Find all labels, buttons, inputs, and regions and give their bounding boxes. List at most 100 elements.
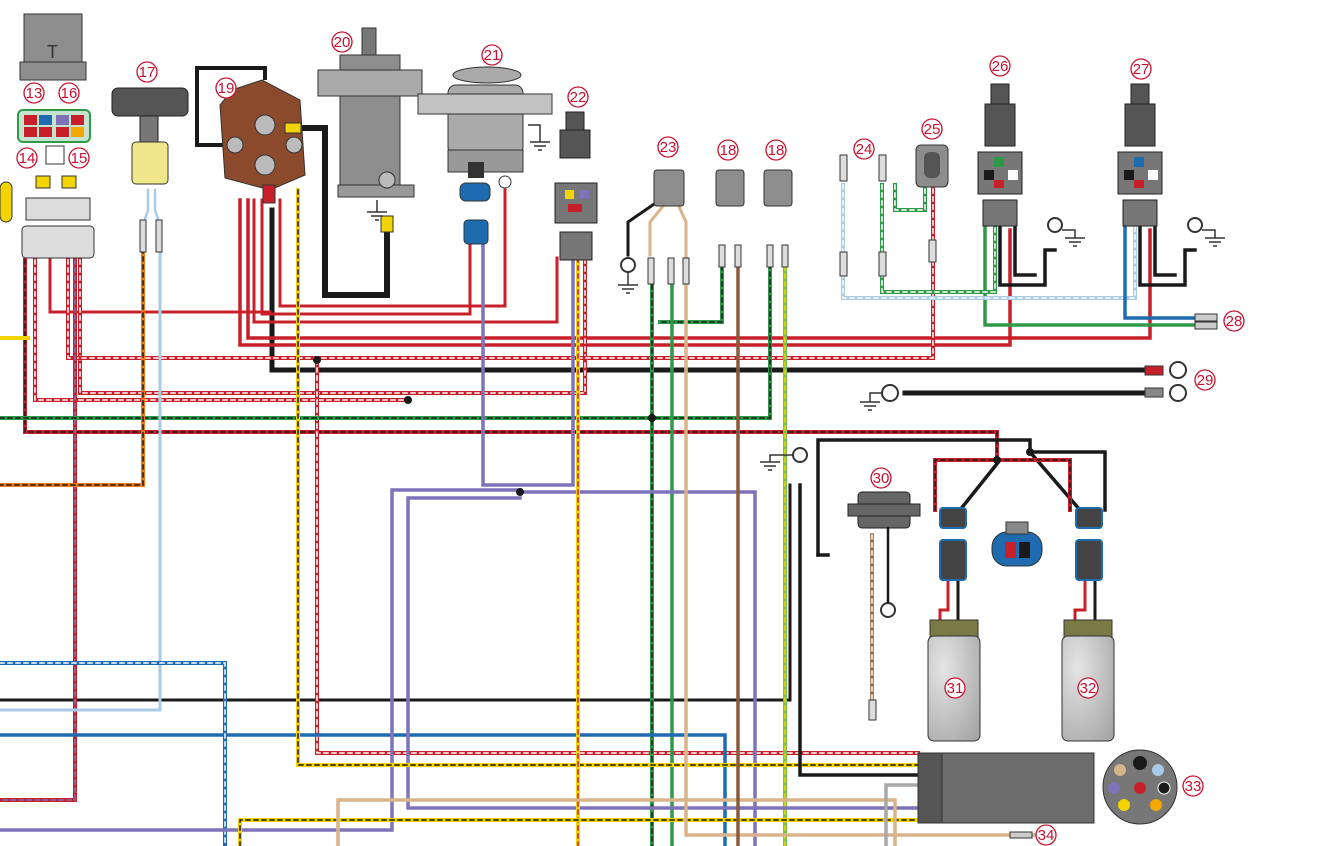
wire-red-white-25 (66, 183, 935, 360)
relay-22-pin-purple (580, 190, 589, 199)
callout-21-text: 21 (484, 47, 501, 64)
module-label-glyph: T (47, 42, 58, 62)
callout-27-text: 27 (1133, 61, 1150, 78)
fuse-slot (24, 127, 37, 137)
wire-red-white-2-dash (79, 257, 586, 394)
callout-15-text: 15 (71, 150, 88, 167)
ground-symbol (860, 392, 882, 411)
wire-starter-cable (297, 125, 390, 298)
wire-orange-black-dash (0, 224, 144, 486)
terminal-29-ring (1169, 361, 1187, 379)
callout-23-text: 23 (660, 139, 677, 156)
connector-24-pin (878, 154, 887, 182)
callout-14: 14 (16, 147, 38, 169)
relay-27-top (1124, 103, 1156, 147)
relay-26-ring-terminal (1047, 217, 1063, 233)
alternator-terminal-block (468, 162, 484, 178)
wire-red-white-25-dash (67, 184, 934, 359)
ground-ring-terminal (881, 384, 899, 402)
wire-black-coils (816, 438, 1107, 557)
callout-26: 26 (989, 55, 1011, 77)
callout-29-text: 29 (1197, 372, 1214, 389)
cdi-module-edge (917, 752, 943, 824)
starter-terminal (378, 171, 396, 189)
coil-connectors (939, 507, 1103, 581)
solenoid-stud (254, 154, 276, 176)
alternator-ring-terminal (498, 175, 512, 189)
terminal-28-lead (1194, 321, 1218, 330)
callout-18a: 18 (717, 139, 739, 161)
wire-tan (684, 256, 1037, 837)
junction-dot (516, 488, 524, 496)
fuse-small (35, 175, 51, 189)
relay-26-pin-black (984, 170, 994, 180)
relay-27-stud (1130, 83, 1150, 107)
callout-34: 34 (1035, 824, 1057, 846)
harness-pin (1152, 764, 1164, 776)
callout-33: 33 (1182, 775, 1204, 797)
connector-18a-pin (734, 244, 742, 268)
harness-pin (1114, 764, 1126, 776)
coil-plug-detail (991, 531, 1043, 567)
alternator-lower (447, 149, 524, 173)
relay-27-pin-red (1134, 180, 1144, 188)
starter-flange (317, 69, 423, 97)
connector-24 (839, 154, 887, 277)
connector-18a (715, 169, 745, 268)
solenoid-terminal (285, 136, 303, 154)
starter-cap (361, 27, 377, 59)
harness-pin (1157, 781, 1171, 795)
junction-dot (313, 356, 321, 364)
relay-27-plug (1122, 199, 1158, 227)
wire-blue-white-low (0, 661, 227, 846)
relay-26-pin-red (994, 180, 1004, 188)
callout-29: 29 (1194, 369, 1216, 391)
callout-25-text: 25 (924, 121, 941, 138)
callout-28-text: 28 (1226, 313, 1243, 330)
wire-blue-white-low-dash (0, 662, 226, 846)
wire-lightblue-17 (0, 223, 162, 712)
wire-green-black-dash (0, 257, 771, 419)
callout-22: 22 (567, 86, 589, 108)
callout-15: 15 (68, 147, 90, 169)
wire-solenoid-top (195, 66, 267, 147)
connector-18a-body (715, 169, 745, 207)
wire-purple-alt (481, 243, 575, 487)
main-harness-plug (1102, 749, 1178, 825)
sensor-25-pin (928, 239, 937, 263)
fuse-slot (71, 115, 84, 125)
callout-20-text: 20 (334, 34, 351, 51)
relay-27-pin-white (1148, 170, 1158, 180)
fuse-clip (45, 145, 65, 165)
callout-19: 19 (215, 77, 237, 99)
callout-23: 23 (657, 136, 679, 158)
callout-16-text: 16 (61, 85, 78, 102)
wire-black-23 (626, 197, 663, 257)
wire-green-black-18-dash (659, 257, 723, 323)
module-base (19, 61, 87, 81)
callout-13-text: 13 (26, 85, 43, 102)
wire-red-main-1 (238, 198, 1012, 347)
coil-plug-detail-black (1019, 542, 1030, 558)
relay-22-pin-yellow (565, 190, 574, 199)
callout-18b-text: 18 (768, 142, 785, 159)
wire-harness (0, 66, 1197, 846)
sensor-25-face (924, 152, 940, 178)
solenoid-stud (254, 114, 276, 136)
terminals-28 (1194, 313, 1218, 330)
callout-28: 28 (1223, 310, 1245, 332)
wire-blue-27 (1123, 223, 1197, 320)
fuse-slot (56, 127, 69, 137)
wire-red-coil-lead-1 (938, 578, 950, 627)
connector-24-pin (878, 251, 887, 277)
relay-27-ring-terminal (1187, 217, 1203, 233)
ground-symbols (367, 124, 1225, 471)
wire-gray-low (884, 783, 920, 846)
harness-pin (1150, 799, 1162, 811)
starter-yellow-lug (380, 215, 394, 233)
harness-pin (1118, 799, 1130, 811)
relay-27-pin-black (1124, 170, 1134, 180)
sensor-30 (847, 491, 921, 721)
solenoid-terminal (226, 136, 244, 154)
relay-26-plug (982, 199, 1018, 227)
